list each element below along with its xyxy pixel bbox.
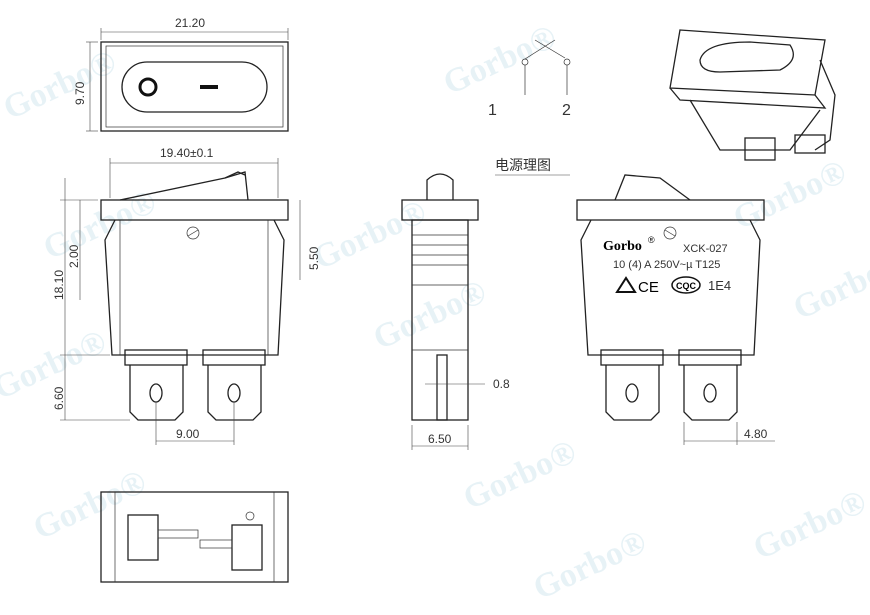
brand-registered-mark: ®: [648, 235, 655, 245]
dim-terminal-width: 4.80: [744, 427, 768, 441]
dim-body-width: 19.40±0.1: [160, 146, 214, 160]
dim-top-height: 9.70: [73, 81, 87, 105]
rear-view: Gorbo ® XCK-027 10 (4) A 250V~µ T125 CE …: [576, 174, 775, 445]
on-symbol-icon: [200, 85, 218, 89]
cqc-mark-icon: [671, 276, 701, 294]
dim-top-width: 21.20: [175, 16, 205, 30]
dim-actuator-offset: 2.00: [67, 244, 81, 268]
cqc-text: CQC: [676, 281, 697, 291]
dim-terminal-pitch: 9.00: [176, 427, 200, 441]
endurance-rating: 1E4: [708, 278, 731, 293]
svg-text:Gorbo®: Gorbo®: [458, 433, 582, 517]
dim-terminal-thickness: 0.8: [493, 377, 510, 391]
circuit-schematic: 1 2 电源理图: [488, 39, 571, 176]
terminal-label-1: 1: [488, 102, 497, 119]
svg-text:Gorbo®: Gorbo®: [748, 483, 870, 567]
front-view: 19.40±0.1 2.00 18.10 5.50 6.60 9.00: [52, 146, 321, 445]
dim-side-width: 6.50: [428, 432, 452, 446]
svg-text:Gorbo®: Gorbo®: [788, 243, 870, 327]
brand-name: Gorbo: [603, 239, 642, 254]
svg-text:Gorbo®: Gorbo®: [528, 523, 652, 607]
bottom-view: [100, 491, 289, 583]
off-symbol-icon: [138, 77, 158, 97]
svg-text:Gorbo®: Gorbo®: [438, 18, 562, 102]
svg-text:Gorbo®: Gorbo®: [28, 463, 152, 547]
isometric-view: [669, 29, 836, 161]
dim-total-height: 18.10: [52, 270, 66, 300]
safety-triangle-icon: [615, 276, 637, 293]
terminal-label-2: 2: [562, 102, 571, 119]
model-number: XCK-027: [683, 243, 728, 255]
svg-text:Gorbo®: Gorbo®: [0, 43, 122, 127]
svg-text:Gorbo®: Gorbo®: [368, 273, 492, 357]
dim-flange-height: 5.50: [307, 246, 321, 270]
dim-terminal-length: 6.60: [52, 386, 66, 410]
schematic-title: 电源理图: [495, 157, 551, 173]
svg-text:Gorbo®: Gorbo®: [728, 153, 852, 237]
rating-text: 10 (4) A 250V~µ T125: [613, 259, 720, 271]
side-view: 6.50 0.8: [401, 173, 510, 450]
top-view: 21.20 9.70: [73, 16, 289, 132]
ce-mark-icon: CE: [638, 279, 659, 296]
